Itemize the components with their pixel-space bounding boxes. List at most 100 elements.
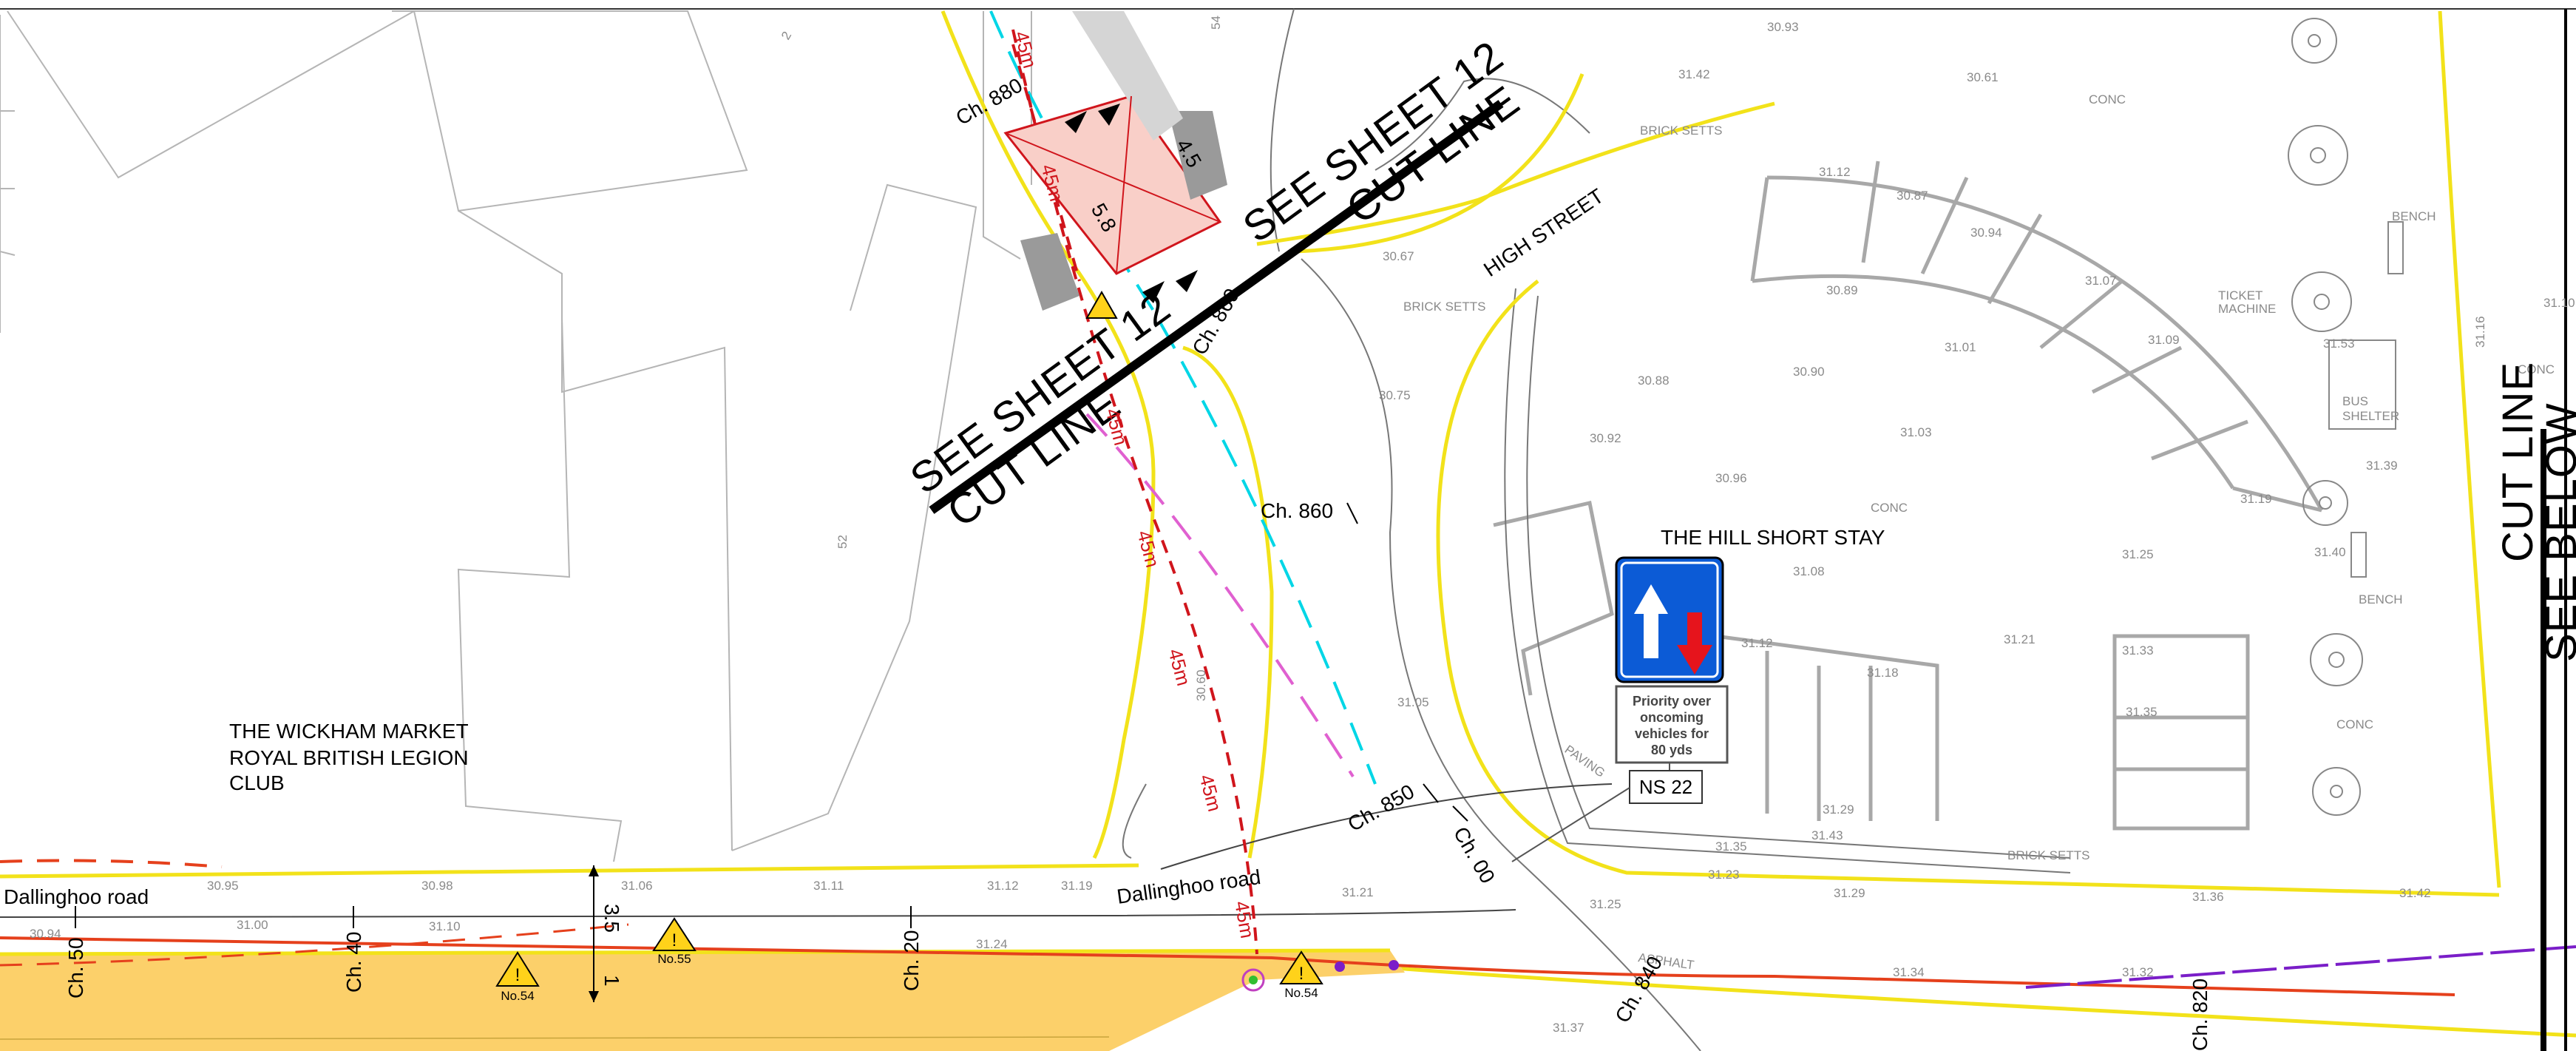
svg-text:!: ! xyxy=(515,965,521,985)
sign-caption-3: vehicles for xyxy=(1635,726,1709,741)
car-park-bays xyxy=(1493,160,2324,831)
chainage-40: Ch. 40 xyxy=(342,932,365,993)
level-33: 30.88 xyxy=(1638,374,1670,388)
level-37: 30.89 xyxy=(1826,283,1858,297)
level-32: 31.25 xyxy=(2122,547,2154,561)
chainage-ticks xyxy=(75,502,1468,928)
chainage-820: Ch. 820 xyxy=(2189,979,2211,1051)
level-40: 30.87 xyxy=(1897,189,1928,203)
level-52: 30.60 xyxy=(1194,669,1208,701)
street-furniture xyxy=(2288,18,2404,816)
brick-setts-3: BRICK SETTS xyxy=(2007,848,2089,862)
level-39: 31.12 xyxy=(1819,165,1851,179)
warning-triangle-junction xyxy=(1085,290,1118,319)
level-51: 30.67 xyxy=(1383,249,1414,263)
warning-triangle-no55: ! xyxy=(652,917,696,951)
level-29: 31.21 xyxy=(2004,632,2036,646)
dim-arrow-top xyxy=(589,865,599,876)
level-54: 31.10 xyxy=(2543,296,2575,310)
no55-label: No.55 xyxy=(657,952,691,966)
level-6: 31.19 xyxy=(1061,879,1093,893)
level-27: 31.18 xyxy=(1867,666,1899,680)
road-link-line xyxy=(1160,783,1613,870)
proposed-kerb-line xyxy=(0,936,2455,996)
footway-fill xyxy=(0,950,1405,1051)
traffic-signal-centre xyxy=(1249,976,1258,984)
level-38: 31.01 xyxy=(1945,340,1976,354)
priority-sign-caption: Priority over oncoming vehicles for 80 y… xyxy=(1633,694,1711,757)
level-20: 31.37 xyxy=(1553,1021,1584,1035)
chainage-860: Ch. 860 xyxy=(1261,499,1333,522)
bench-2: BENCH xyxy=(2359,592,2403,606)
level-35: 31.03 xyxy=(1900,425,1932,439)
level-44: 31.19 xyxy=(2240,492,2272,506)
level-7: 31.24 xyxy=(976,937,1008,951)
level-9: 31.00 xyxy=(237,918,268,932)
level-47: 31.39 xyxy=(2366,459,2398,473)
level-1: 30.95 xyxy=(207,879,239,893)
level-28: 31.29 xyxy=(1823,802,1854,817)
spot-levels: 30.95 30.98 31.06 31.11 31.12 31.19 31.2… xyxy=(30,20,2575,1035)
level-15: 31.35 xyxy=(1715,839,1747,854)
bus-shelter-line-1: BUS xyxy=(2342,394,2368,408)
footway-edge xyxy=(0,948,1391,956)
level-22: 30.75 xyxy=(1379,388,1411,402)
level-49: 30.61 xyxy=(1967,70,1999,84)
chainage-50: Ch. 50 xyxy=(64,938,87,999)
level-4: 31.11 xyxy=(813,879,844,893)
no54-right-label: No.54 xyxy=(1284,986,1318,1000)
level-18: 31.32 xyxy=(2122,965,2154,979)
level-10: 31.10 xyxy=(429,919,461,933)
footway-hatch xyxy=(0,1036,1110,1040)
level-53: 31.16 xyxy=(2473,316,2487,348)
brick-setts-1: BRICK SETTS xyxy=(1640,124,1722,138)
svg-text:!: ! xyxy=(672,930,677,950)
cyan-alignment xyxy=(989,10,1377,785)
right-see-below: SEE BELOW xyxy=(2538,402,2576,662)
plot-52-label: 52 xyxy=(835,535,850,549)
ticket-machine-line-1: TICKET xyxy=(2218,288,2263,303)
sign-caption-1: Priority over xyxy=(1633,694,1711,709)
service-marker-2 xyxy=(1389,960,1399,970)
level-30: 31.33 xyxy=(2122,643,2154,658)
level-13: 31.23 xyxy=(1708,868,1740,882)
level-25: 31.08 xyxy=(1793,564,1825,578)
ticket-machine-line-2: MACHINE xyxy=(2218,302,2276,316)
sign-ref-label: NS 22 xyxy=(1639,776,1692,798)
sign-ref-box xyxy=(1629,770,1703,804)
level-11: 31.21 xyxy=(1342,885,1374,899)
warning-triangle-no54-left: ! xyxy=(495,951,540,987)
services-line xyxy=(2025,945,2576,989)
level-17: 31.42 xyxy=(2399,886,2431,900)
conc-1: CONC xyxy=(1871,501,1908,515)
level-21: 31.36 xyxy=(2192,890,2224,904)
warning-labels: No.54 No.55 No.54 xyxy=(501,952,1318,1003)
brick-setts-2: BRICK SETTS xyxy=(1403,300,1485,314)
level-41: 30.94 xyxy=(1970,226,2002,240)
conc-4: CONC xyxy=(2518,362,2555,376)
dim-3-5: 3.5 xyxy=(600,904,623,933)
conc-3: CONC xyxy=(2336,717,2373,731)
level-3: 31.06 xyxy=(621,879,653,893)
road-edges xyxy=(0,10,2576,1038)
building-outlines xyxy=(0,10,1032,862)
sign-caption-4: 80 yds xyxy=(1651,743,1692,757)
level-26: 31.12 xyxy=(1741,636,1773,650)
kerb-lines xyxy=(1122,8,2071,1051)
conc-2: CONC xyxy=(2089,92,2126,107)
cut-line xyxy=(929,100,1504,514)
level-34: 30.90 xyxy=(1793,365,1825,379)
dim-1: 1 xyxy=(600,975,623,987)
level-19: 31.34 xyxy=(1893,965,1925,979)
plot-54-label: 54 xyxy=(1209,16,1223,30)
level-5: 31.12 xyxy=(987,879,1019,893)
level-43: 31.09 xyxy=(2148,333,2180,347)
right-cut-line: CUT LINE xyxy=(2494,362,2542,562)
level-2: 30.98 xyxy=(421,879,453,893)
level-48: 31.42 xyxy=(1678,67,1710,81)
junction-works xyxy=(1003,11,1227,311)
level-16: 31.43 xyxy=(1811,828,1843,842)
level-46: 31.53 xyxy=(2323,337,2355,351)
legion-club-line-3: CLUB xyxy=(229,771,285,794)
sign-caption-2: oncoming xyxy=(1640,710,1704,725)
